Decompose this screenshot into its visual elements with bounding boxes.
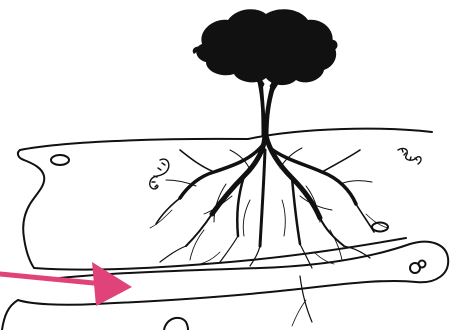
tree-roots [150, 136, 388, 326]
earthworm-left [150, 159, 169, 189]
pebble-left [51, 155, 69, 165]
tree-canopy [193, 9, 338, 85]
pebble-lower-right-2 [419, 261, 426, 268]
earthworm-right [398, 148, 421, 164]
pebble-bottom [164, 318, 188, 330]
